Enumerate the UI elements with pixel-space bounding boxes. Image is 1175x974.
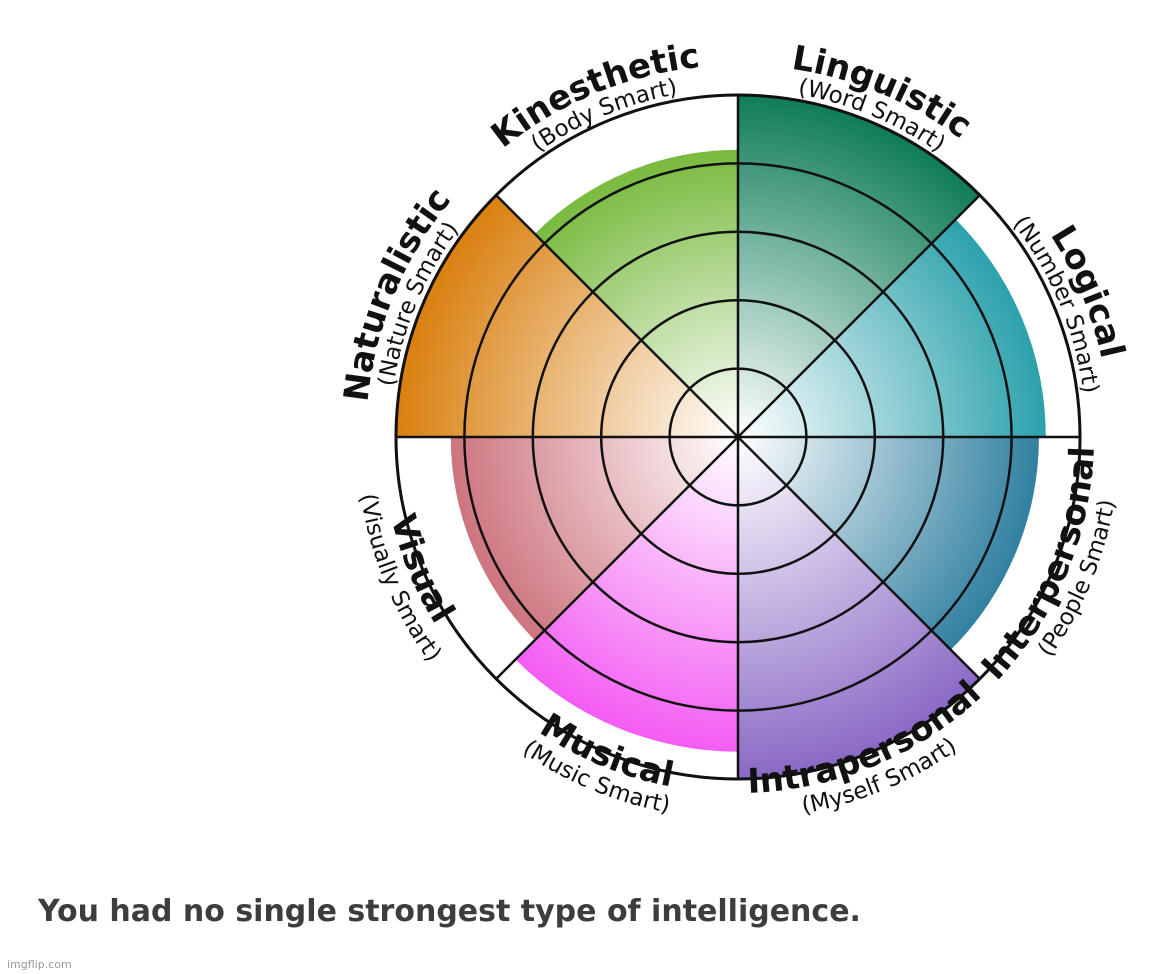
spoke-1 [737, 194, 981, 438]
intelligence-wheel-svg: Linguistic(Word Smart)Logical(Number Sma… [337, 36, 1132, 819]
intelligence-wheel-chart: Linguistic(Word Smart)Logical(Number Sma… [337, 36, 1132, 819]
outer-border [394, 93, 1082, 781]
sector-interpersonal [738, 437, 1039, 650]
spoke-3 [737, 436, 981, 680]
spoke-7 [495, 194, 739, 438]
sector-kinesthetic [534, 149, 738, 437]
sector-visual [450, 437, 738, 641]
sector-musical [515, 437, 738, 752]
sector-intrapersonal [738, 437, 980, 779]
watermark: imgflip.com [7, 958, 72, 971]
result-message: You had no single strongest type of inte… [38, 894, 861, 929]
sector-naturalistic [396, 195, 738, 437]
spoke-5 [495, 436, 739, 680]
sector-linguistic [738, 95, 980, 437]
sector-logical [738, 219, 1046, 437]
